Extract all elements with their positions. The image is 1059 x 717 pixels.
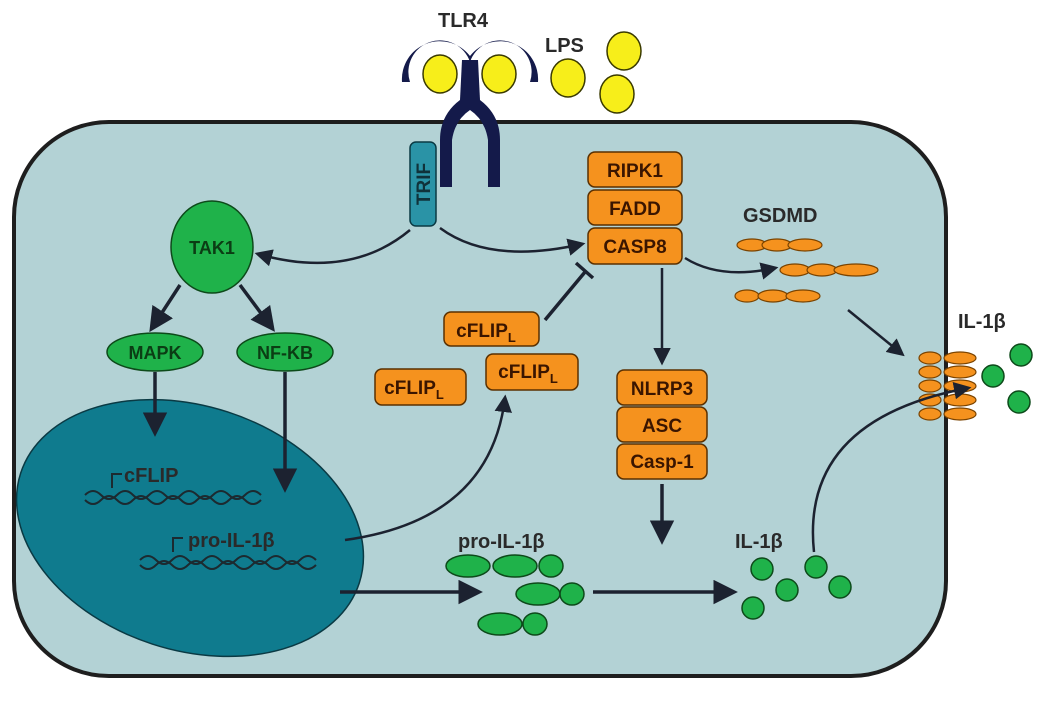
arrow-tak1-to-mapk [149,284,182,333]
cflip-l-box: cFLIPL [374,368,467,406]
ripk1-label: RIPK1 [607,161,663,182]
arrow-gsdmd-to-pore [847,309,905,357]
svg-text:cFLIPL: cFLIPL [498,362,558,386]
asc-label: ASC [642,416,682,437]
arrow-gene-to-cflip [344,394,512,542]
svg-text:cFLIPL: cFLIPL [384,378,444,402]
tak1-label: TAK1 [189,238,235,258]
gsdmd-pore [918,351,977,421]
il1b-molecules-inside [741,555,852,620]
cflip-l-box: cFLIPL [485,353,579,391]
inhibit-bar [574,261,595,280]
inhibit-cflip-casp8 [543,270,587,322]
mapk-label: MAPK [129,343,182,363]
il1b-inside-label: IL-1β [735,531,783,553]
gene-cflip: cFLIP [84,465,262,505]
trif-label: TRIF [414,163,435,205]
casp1-label: Casp-1 [630,452,694,473]
lps-molecules [422,31,642,114]
casp8-label: CASP8 [603,237,666,258]
gsdmd-label: GSDMD [743,205,817,227]
il1b-molecules-outside [981,343,1033,414]
arrow-trif-to-tak1 [254,229,411,267]
svg-text:cFLIPL: cFLIPL [456,321,516,345]
pro-il1b-label: pro-IL-1β [458,531,545,553]
nucleus [15,398,365,658]
nfkb-label: NF-KB [257,343,313,363]
arrow-tak1-to-nfkb [238,283,275,332]
arrow-casp8-to-gsdmd [684,256,779,280]
gene-pro-il1b: pro-IL-1β [139,530,317,570]
tlr4-receptor [401,40,539,187]
arrow-trif-to-casp8 [439,226,586,256]
gene-cflip-label: cFLIP [124,465,178,487]
pro-il1b-molecules [445,554,585,636]
nlrp3-inflammasome: NLRP3 ASC Casp-1 [616,369,708,480]
cflip-l-box: cFLIPL [443,311,540,347]
gene-pro-il1b-label: pro-IL-1β [188,530,275,552]
tak1-node [170,200,254,294]
nlrp3-label: NLRP3 [631,379,693,400]
mapk-node [106,332,204,372]
fadd-label: FADD [609,199,661,220]
nfkb-node [236,332,334,372]
gsdmd-oligomers [734,238,879,303]
il1b-outside-label: IL-1β [958,311,1006,333]
trif-adaptor [409,141,437,227]
tlr4-label: TLR4 [438,10,489,32]
arrow-il1b-secretion [811,382,972,553]
lps-label: LPS [545,35,584,57]
ripk1-fadd-casp8-complex: RIPK1 FADD CASP8 [587,151,683,265]
